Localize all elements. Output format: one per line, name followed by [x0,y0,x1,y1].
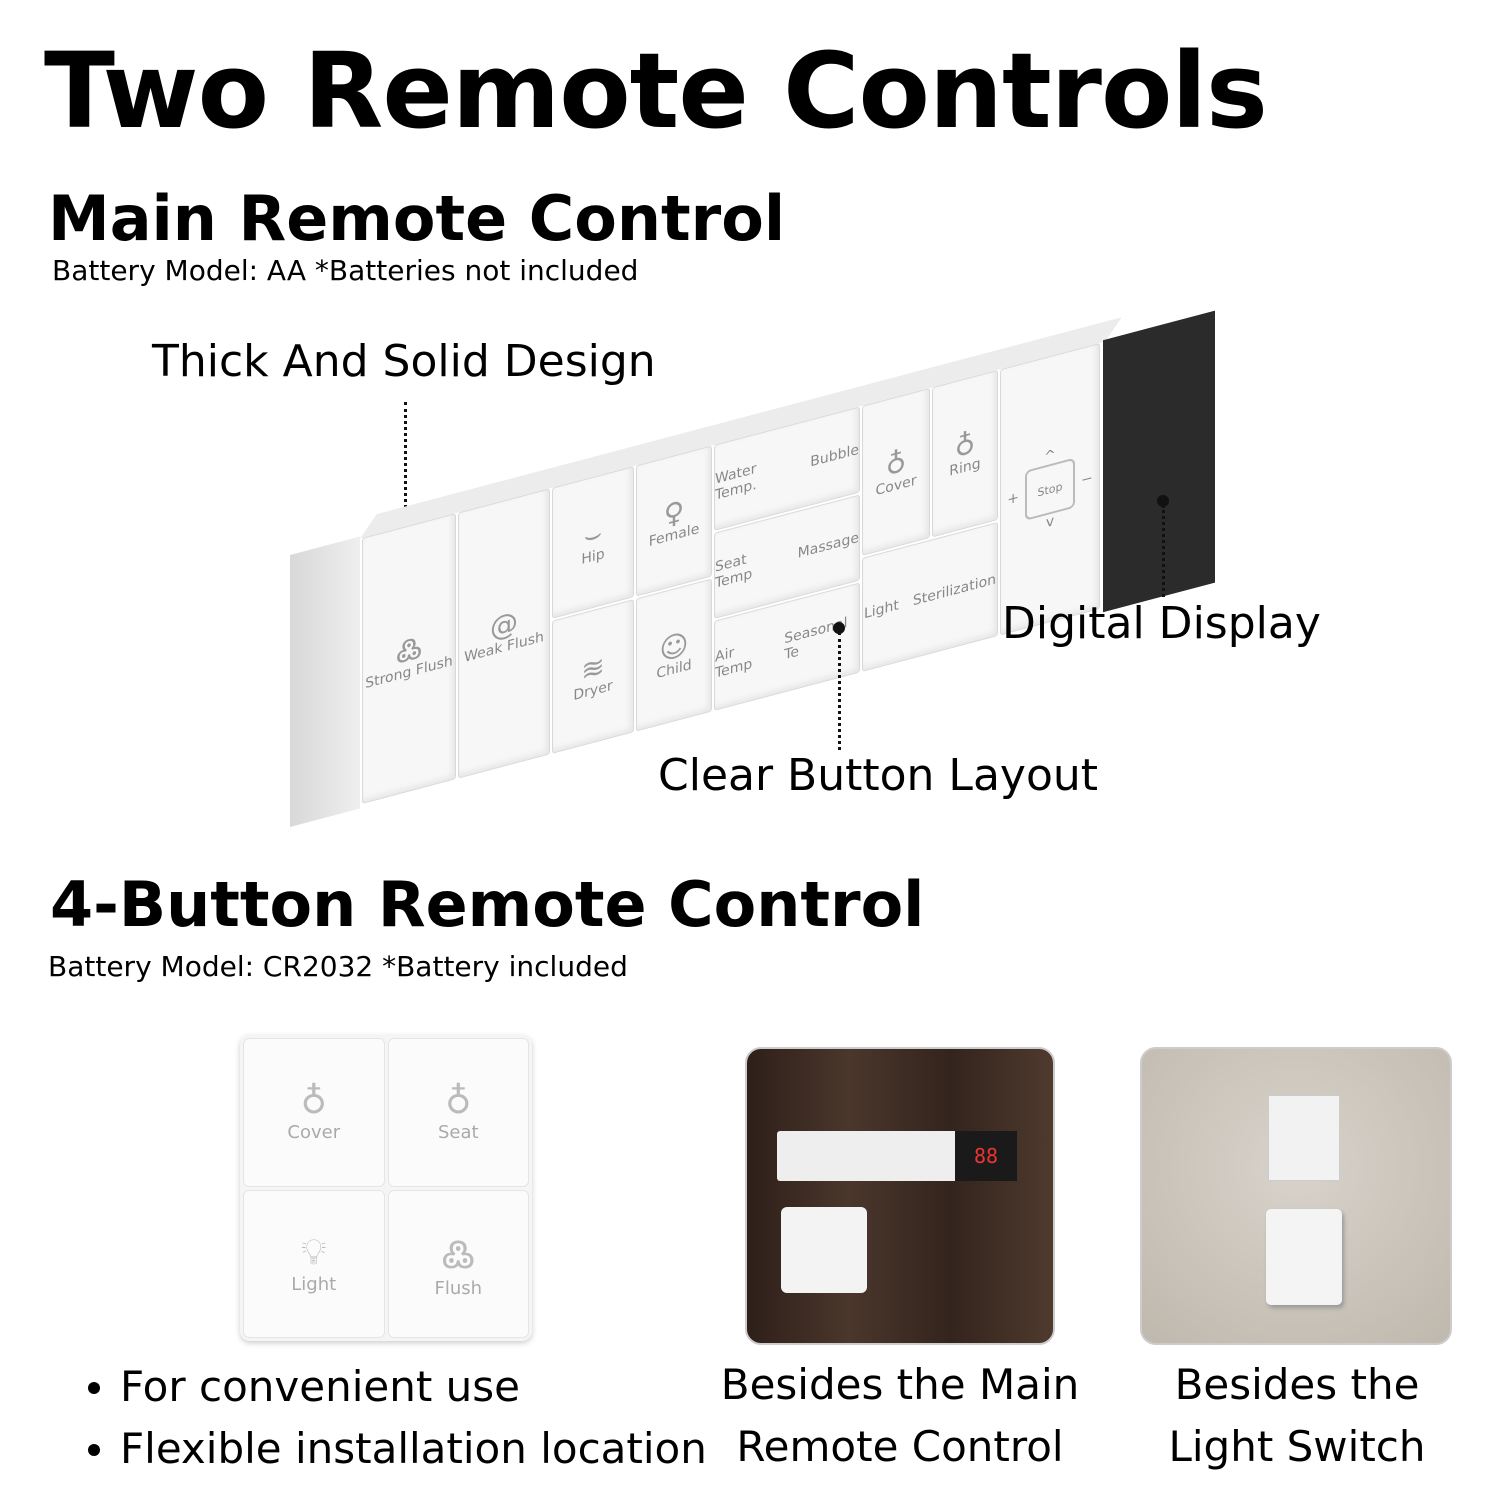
caption-line: Light Switch [1168,1422,1426,1471]
feature-item: For convenient use [82,1356,707,1418]
label: Cover [287,1122,341,1144]
photo-wood-wall: 88 [745,1047,1055,1345]
plus-icon: + [1007,489,1019,509]
label: Light [863,597,899,623]
label: Seasonal Te [784,614,848,664]
callout-line [838,632,841,750]
page-title: Two Remote Controls [44,30,1268,152]
callout-button-layout: Clear Button Layout [658,750,1098,801]
label: Water Temp. [715,460,757,504]
flush-icon: ߷ [441,1234,476,1276]
digital-display [1103,310,1215,613]
main-battery-note: Battery Model: AA *Batteries not include… [52,254,639,287]
seat-icon: ♁ [445,1081,472,1123]
feature-list: For convenient use Flexible installation… [82,1356,707,1480]
callout-thick-design: Thick And Solid Design [152,336,656,387]
dryer-button: ≋Dryer [552,599,634,754]
main-remote-heading: Main Remote Control [48,182,786,255]
callout-line [1162,505,1165,597]
callout-dot [1157,495,1169,507]
weak-flush-button: @Weak Flush [458,488,550,779]
remote-end-face [290,536,360,827]
cover-button: ♁Cover [862,387,930,556]
label: Seat [437,1122,479,1144]
child-button: ☺Child [636,578,712,732]
cover-icon: ♁ [300,1081,327,1123]
seat-button: ♁Seat [387,1038,529,1187]
mini-four-button-remote [781,1207,867,1293]
label: Bubble [810,441,859,471]
stop-pad: ^ +Stop− v [1000,342,1100,636]
label: Seat Temp [715,551,753,592]
cover-button: ♁Cover [243,1038,385,1187]
label: Sterilization [912,571,997,610]
stop-button: Stop [1025,457,1075,521]
label: Dryer [573,677,613,704]
four-battery-note: Battery Model: CR2032 *Battery included [48,950,628,983]
feature-item: Flexible installation location [82,1418,707,1480]
down-arrow-icon: v [1045,513,1055,532]
flush-button: ߷Flush [387,1189,529,1338]
mini-main-remote: 88 [777,1131,1017,1181]
four-button-heading: 4-Button Remote Control [50,868,925,941]
caption-light-switch: Besides the Light Switch [1097,1354,1497,1478]
label: Massage [797,529,859,562]
ring-button: ♁Ring [932,369,998,538]
four-button-remote-image: ♁Cover ♁Seat 💡︎Light ߷Flush [240,1035,532,1341]
bulb-icon: 💡︎ [301,1232,327,1274]
hip-button: ⌣Hip [552,466,634,619]
caption-line: Remote Control [736,1422,1064,1471]
caption-main-remote: Besides the Main Remote Control [700,1354,1100,1478]
light-switch [1268,1095,1340,1181]
label: Air Temp [715,644,753,682]
minus-icon: − [1081,469,1093,490]
callout-digital-display: Digital Display [1002,598,1321,649]
mini-four-button-remote [1266,1209,1342,1305]
label: Light [291,1274,337,1296]
strong-flush-button: ߷Strong Flush [362,513,456,804]
label: Flush [434,1277,483,1299]
female-button: ♀Female [636,445,712,597]
caption-line: Besides the [1174,1360,1420,1409]
light-button: 💡︎Light [243,1189,385,1338]
photo-light-switch-wall [1140,1047,1452,1345]
callout-line [404,402,407,532]
callout-dot [833,622,845,634]
mini-display: 88 [955,1131,1017,1181]
caption-line: Besides the Main [720,1360,1080,1409]
